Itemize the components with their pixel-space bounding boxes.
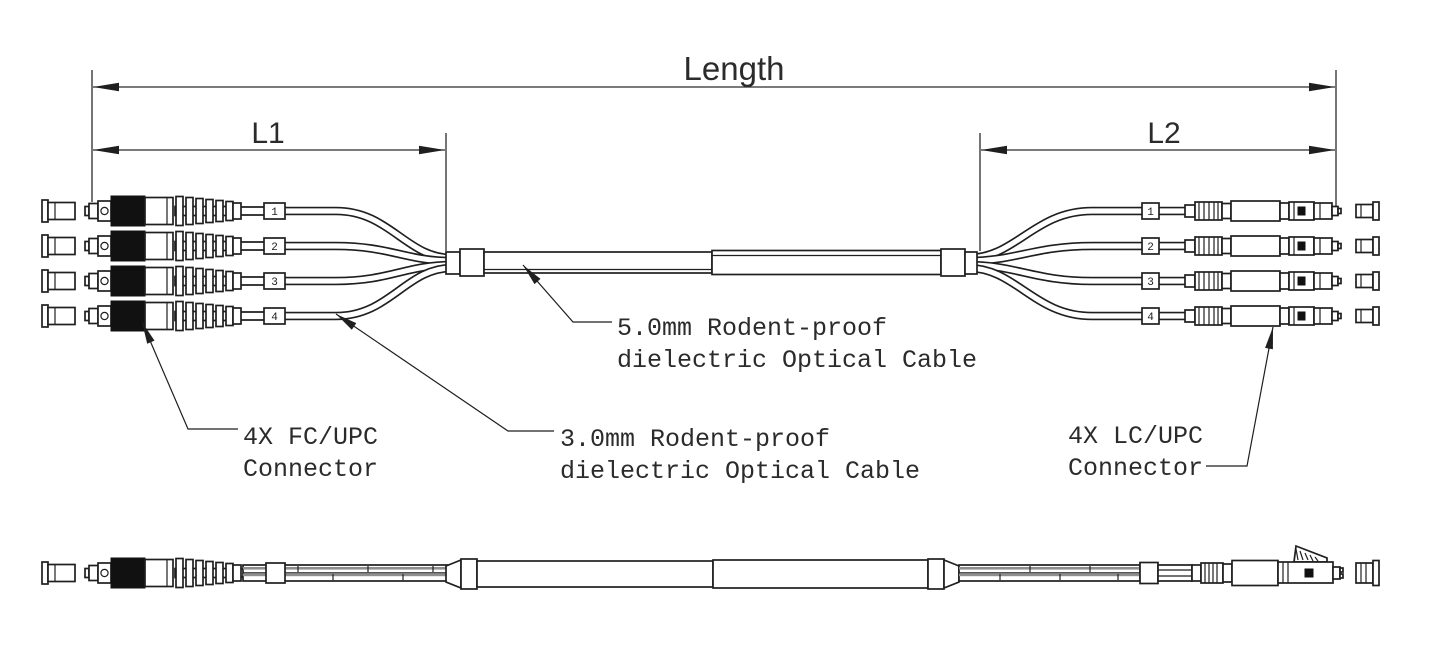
cable-number: 2 (271, 242, 278, 254)
side-view-lc-dust-cap (1355, 559, 1380, 587)
protective-sleeve (711, 249, 942, 276)
l1-label: L1 (251, 117, 284, 150)
length-dimension: Length (91, 50, 1337, 213)
side-view-cable-right (958, 561, 1193, 585)
cable-number: 4 (271, 312, 278, 324)
l2-label: L2 (1147, 117, 1180, 150)
cable-number: 1 (271, 207, 278, 219)
side-view-assembly (41, 544, 1380, 590)
right-cable-number-tags: 1 2 3 4 (1141, 202, 1160, 325)
lc-connector-row-4 (1184, 305, 1342, 327)
left-furcation-unit (445, 248, 485, 277)
side-view-lc-end (1191, 544, 1380, 587)
trunk-cable (483, 251, 713, 274)
trunk-cable-label-line1: 5.0mm Rodent-proof (617, 314, 887, 343)
lc-connector-row-2 (1184, 235, 1342, 257)
cable-number: 4 (1147, 312, 1154, 324)
side-view-sleeve (445, 558, 960, 590)
l2-dimension: L2 (979, 117, 1335, 251)
branch-cable-label-line1: 3.0mm Rodent-proof (560, 425, 830, 454)
cable-number: 3 (1147, 277, 1154, 289)
l1-dimension: L1 (93, 117, 447, 251)
trunk-cable-label-line2: dielectric Optical Cable (617, 346, 977, 375)
side-view-cable-left (242, 562, 449, 584)
lc-connector-row-3 (1184, 270, 1342, 292)
cable-number: 2 (1147, 242, 1154, 254)
fc-label-line1: 4X FC/UPC (243, 423, 378, 452)
cable-number: 1 (1147, 207, 1154, 219)
lc-label-line1: 4X LC/UPC (1068, 422, 1203, 451)
cable-number: 3 (271, 277, 278, 289)
lc-connector-row-1 (1184, 200, 1342, 222)
right-furcation-unit (940, 248, 978, 277)
branch-cable-label-line2: dielectric Optical Cable (560, 457, 920, 486)
right-breakout-cables (967, 206, 1186, 321)
annotation-trunk-cable: 5.0mm Rodent-proof dielectric Optical Ca… (522, 264, 977, 375)
fc-label-line2: Connector (243, 455, 378, 484)
left-cable-number-tags: 1 2 3 4 (263, 202, 286, 325)
annotation-branch-cable: 3.0mm Rodent-proof dielectric Optical Ca… (335, 313, 920, 486)
left-breakout-cables (285, 206, 462, 321)
length-label: Length (684, 50, 785, 87)
annotation-lc-connectors: 4X LC/UPC Connector (1068, 326, 1274, 483)
annotation-fc-connectors: 4X FC/UPC Connector (141, 321, 378, 484)
lc-label-line2: Connector (1068, 454, 1203, 483)
